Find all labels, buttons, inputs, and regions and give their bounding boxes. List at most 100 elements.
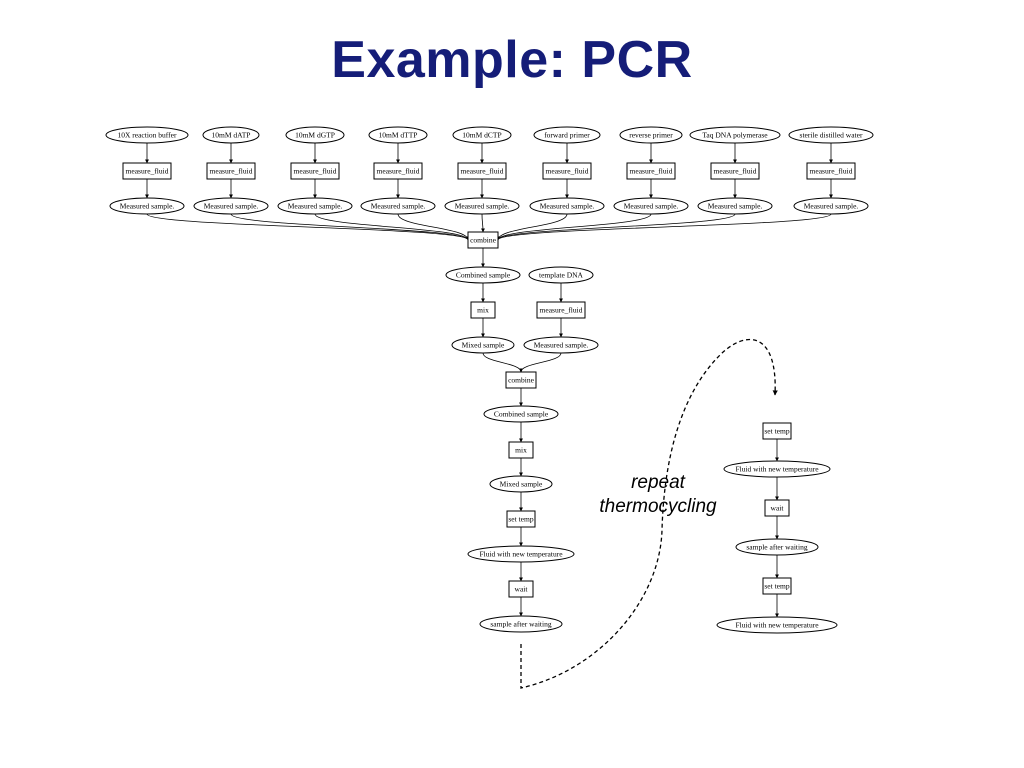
wait-node-2-label: wait [771,504,785,513]
reagent-node-3-label: 10mM dGTP [295,131,335,140]
combined-sample-node-1-label: Combined sample [456,271,511,280]
measured-sample-node-10: Measured sample. [523,336,599,354]
sample-after-waiting-node-1: sample after waiting [479,615,563,633]
reagent-node-5: 10mM dCTP [452,126,512,144]
measured-sample-node-7-label: Measured sample. [624,202,679,211]
wait-node-1: wait [508,580,534,598]
measure-fluid-node-8: measure_fluid [710,162,760,180]
edge-sample-combine-3 [314,213,470,241]
measured-sample-node-4-label: Measured sample. [371,202,426,211]
reagent-node-9: sterile distilled water [788,126,874,144]
measured-sample-node-5: Measured sample. [444,197,520,215]
reagent-node-2: 10mM dATP [202,126,260,144]
measure-fluid-node-9: measure_fluid [806,162,856,180]
fluid-new-temp-node-3: Fluid with new temperature [716,616,838,634]
measure-fluid-node-1-label: measure_fluid [126,167,169,176]
edge-mixed-combine-2 [482,352,523,373]
combined-sample-node-2: Combined sample [483,405,559,423]
combine-node-2-label: combine [508,376,534,385]
diagram-nodes: 10X reaction buffermeasure_fluidMeasured… [105,126,874,634]
edge-sample-combine-9 [496,213,832,241]
reagent-node-7: reverse primer [619,126,683,144]
measured-sample-node-8-label: Measured sample. [708,202,763,211]
measure-fluid-node-4: measure_fluid [373,162,423,180]
measured-sample-node-3-label: Measured sample. [288,202,343,211]
measure-fluid-node-2: measure_fluid [206,162,256,180]
repeat-thermocycling-annotation: repeat thermocycling [578,471,738,519]
wait-node-1-label: wait [515,585,529,594]
reagent-node-6-label: forward primer [544,131,590,140]
edge-sample-combine-10 [519,352,562,373]
fluid-new-temp-node-1: Fluid with new temperature [467,545,575,563]
reagent-node-8-label: Taq DNA polymerase [702,131,768,140]
measured-sample-node-1-label: Measured sample. [120,202,175,211]
set-temp-node-2-label: set temp [764,427,789,436]
edge-sample-combine-4 [397,213,470,241]
measured-sample-node-3: Measured sample. [277,197,353,215]
reagent-node-8: Taq DNA polymerase [689,126,781,144]
reagent-node-4-label: 10mM dTTP [379,131,418,140]
fluid-new-temp-node-2-label: Fluid with new temperature [735,465,819,474]
measured-sample-node-1: Measured sample. [109,197,185,215]
measured-sample-node-9: Measured sample. [793,197,869,215]
set-temp-node-3: set temp [762,577,792,595]
measure-fluid-node-5: measure_fluid [457,162,507,180]
mix-node-1: mix [470,301,496,319]
mix-node-2-label: mix [515,446,527,455]
measured-sample-node-2-label: Measured sample. [204,202,259,211]
measured-sample-node-10-label: Measured sample. [534,341,589,350]
combine-node-2: combine [505,371,537,389]
fluid-new-temp-node-1-label: Fluid with new temperature [479,550,563,559]
measure-fluid-node-7: measure_fluid [626,162,676,180]
reagent-node-1-label: 10X reaction buffer [117,131,177,140]
edge-sample-combine-7 [496,213,652,241]
measured-sample-node-6: Measured sample. [529,197,605,215]
measured-sample-node-7: Measured sample. [613,197,689,215]
annotation-line-2: thermocycling [599,496,717,517]
combine-node-1-label: combine [470,236,496,245]
mixed-sample-node-2-label: Mixed sample [500,480,543,489]
slide-title: Example: PCR [331,31,693,89]
measure-fluid-node-10: measure_fluid [536,301,586,319]
measured-sample-node-9-label: Measured sample. [804,202,859,211]
sample-after-waiting-node-2: sample after waiting [735,538,819,556]
measured-sample-node-6-label: Measured sample. [540,202,595,211]
reagent-node-1: 10X reaction buffer [105,126,189,144]
measured-sample-node-8: Measured sample. [697,197,773,215]
reagent-node-4: 10mM dTTP [368,126,428,144]
measure-fluid-node-10-label: measure_fluid [540,306,583,315]
mixed-sample-node-1-label: Mixed sample [462,341,505,350]
measure-fluid-node-3: measure_fluid [290,162,340,180]
mix-node-2: mix [508,441,534,459]
sample-after-waiting-node-1-label: sample after waiting [490,620,551,629]
measure-fluid-node-6-label: measure_fluid [546,167,589,176]
template-dna-node-label: template DNA [539,271,584,280]
measure-fluid-node-6: measure_fluid [542,162,592,180]
edge-sample-combine-2 [230,213,470,241]
measure-fluid-node-3-label: measure_fluid [294,167,337,176]
measure-fluid-node-2-label: measure_fluid [210,167,253,176]
set-temp-node-2: set temp [762,422,792,440]
measure-fluid-node-7-label: measure_fluid [630,167,673,176]
measured-sample-node-5-label: Measured sample. [455,202,510,211]
edge-sample-combine-5 [480,213,485,233]
reagent-node-3: 10mM dGTP [285,126,345,144]
diagram-edges [145,142,834,618]
repeat-loop-arrow [520,339,778,689]
measure-fluid-node-5-label: measure_fluid [461,167,504,176]
set-temp-node-1: set temp [506,510,536,528]
measured-sample-node-2: Measured sample. [193,197,269,215]
reagent-node-7-label: reverse primer [629,131,673,140]
measure-fluid-node-4-label: measure_fluid [377,167,420,176]
reagent-node-2-label: 10mM dATP [212,131,251,140]
set-temp-node-1-label: set temp [508,515,533,524]
measure-fluid-node-1: measure_fluid [122,162,172,180]
measured-sample-node-4: Measured sample. [360,197,436,215]
combined-sample-node-2-label: Combined sample [494,410,549,419]
edge-sample-combine-1 [146,213,470,241]
fluid-new-temp-node-3-label: Fluid with new temperature [735,621,819,630]
measure-fluid-node-9-label: measure_fluid [810,167,853,176]
mix-node-1-label: mix [477,306,489,315]
combined-sample-node-1: Combined sample [445,266,521,284]
